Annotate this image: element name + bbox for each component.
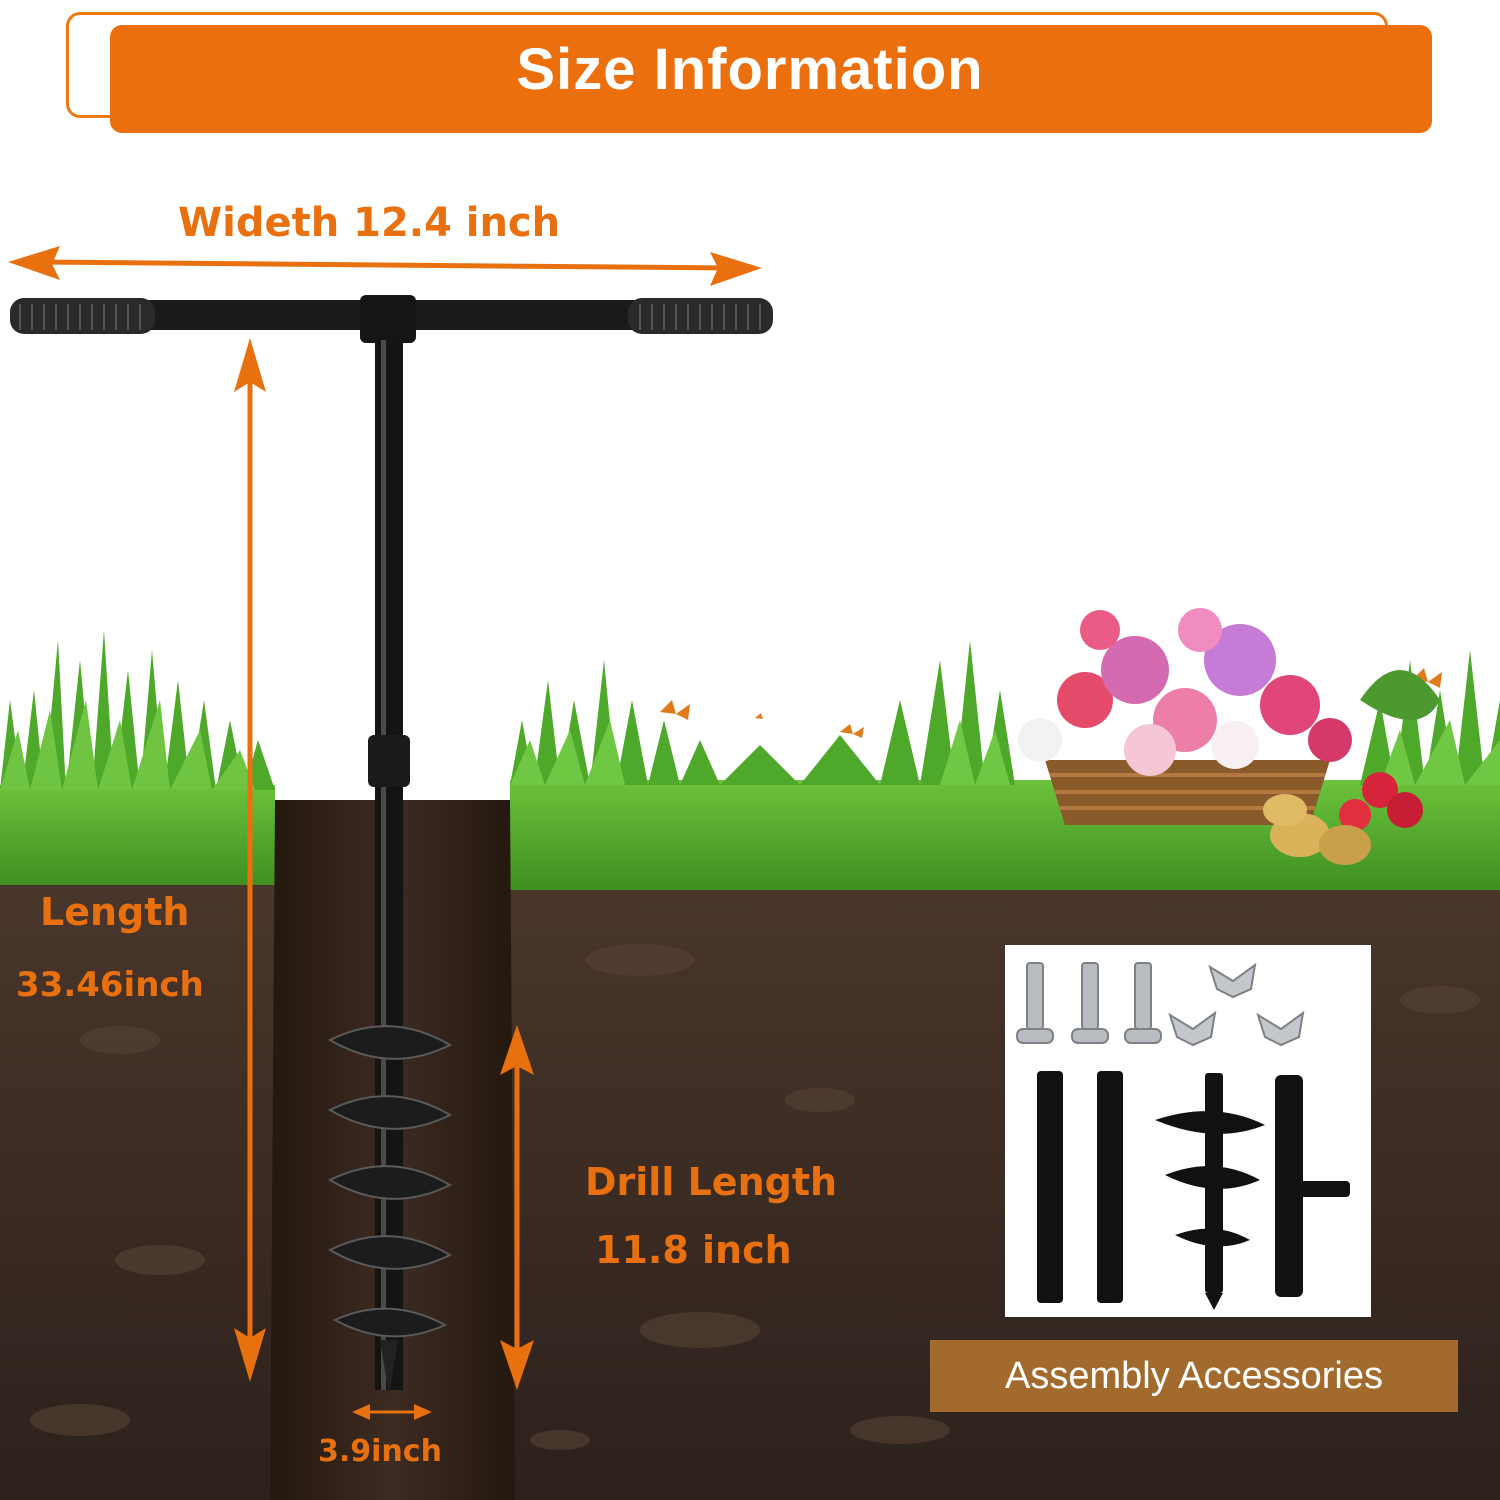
drill-length-value: 11.8 inch	[595, 1228, 792, 1272]
page-title: Size Information	[516, 37, 984, 102]
accessories-label: Assembly Accessories	[930, 1340, 1458, 1412]
soil-texture	[30, 944, 1480, 1450]
length-label: Length	[40, 890, 190, 934]
length-value: 33.46inch	[16, 965, 204, 1005]
flower-basket-icon	[1018, 608, 1440, 865]
header-banner	[110, 25, 1432, 133]
bolt-icon	[1016, 962, 1162, 1044]
wing-nut-icon	[1168, 962, 1305, 1047]
double-arrow-icon	[8, 246, 762, 1420]
accessories-panel	[1005, 945, 1371, 1317]
grass-left	[0, 630, 275, 885]
width-label: Wideth 12.4 inch	[178, 200, 561, 246]
drill-length-label: Drill Length	[585, 1160, 838, 1204]
accessories-parts	[1016, 962, 1350, 1310]
t-handle-auger-icon	[10, 295, 773, 1395]
diameter-label: 3.9inch	[318, 1434, 442, 1469]
butterfly-icon	[660, 668, 1442, 738]
auger-parts	[1037, 1071, 1350, 1310]
